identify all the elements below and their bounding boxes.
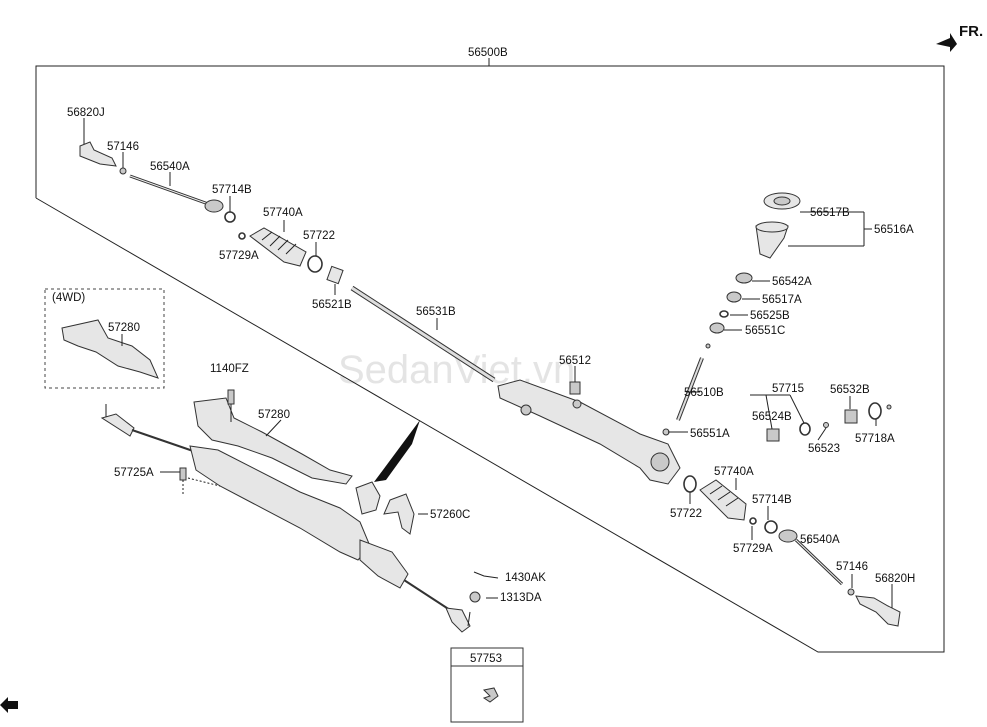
part-57753-box [450,647,524,723]
rack-bar [350,285,496,383]
label-56540A-right: 56540A [800,534,840,546]
nut-57146-left [119,167,127,175]
bolt-57725A [179,467,221,494]
label-56517A: 56517A [762,294,802,306]
label-56820J: 56820J [67,107,105,119]
tie-rod-end-right [855,592,901,627]
label-57725A: 57725A [114,467,154,479]
bushing-56521B [326,265,344,285]
label-56516A: 56516A [874,224,914,236]
nut-1313DA [469,591,481,603]
clip-57729A-left [238,232,246,240]
clamp-57753-icon [482,687,499,703]
assembled-steering-gear [100,404,471,633]
label-56542A: 56542A [772,276,812,288]
label-56517B: 56517B [810,207,850,219]
label-57722-right: 57722 [670,508,702,520]
housing-56516A [755,221,789,259]
inner-tie-rod-right [778,529,844,586]
ring-57722-right [683,475,697,493]
inner-tie-rod-left [129,174,224,213]
label-57740A-right: 57740A [714,466,754,478]
ring-56525B [719,310,729,318]
assembly-label: 56500B [468,47,508,59]
front-direction-label: FR. [959,23,983,40]
heat-shield-4wd [61,319,159,379]
label-57715: 57715 [772,383,804,395]
assembly-frame [35,58,945,653]
label-57740A-left: 57740A [263,207,303,219]
seal-56542A [735,272,753,284]
ring-57714B-left [224,211,236,223]
label-57753: 57753 [470,653,502,665]
label-56524B: 56524B [752,411,792,423]
label-57718A: 57718A [855,433,895,445]
label-57729A-right: 57729A [733,543,773,555]
yoke-56524B [766,428,780,442]
heat-shield-57280 [193,397,353,485]
rack-housing-right [497,379,681,485]
variant-label: (4WD) [52,292,85,304]
label-56532B: 56532B [830,384,870,396]
clip-1430AK [473,571,499,579]
label-56551C: 56551C [745,325,785,337]
label-57280: 57280 [258,409,290,421]
label-57714B-left: 57714B [212,184,252,196]
label-56512: 56512 [559,355,591,367]
label-56525B: 56525B [750,310,790,322]
label-57729A-left: 57729A [219,250,259,262]
label-56551A: 56551A [690,428,730,440]
label-57260C: 57260C [430,509,470,521]
spring-57715 [799,422,811,436]
pin-56523 [823,422,829,428]
part-labels: 56820J 57146 56540A 57714B 57740A 57722 … [67,107,915,665]
bellows-boot-right [699,479,747,521]
plug-56512 [569,381,581,395]
label-57714B-right: 57714B [752,494,792,506]
clip-57729A-right [749,517,757,525]
label-57280-4wd: 57280 [108,322,140,334]
bearing-56517A [726,291,742,303]
bracket-57260C [383,493,415,535]
label-57146-left: 57146 [107,141,139,153]
pinion-shaft [676,357,704,421]
ring-57714B-right [764,520,778,534]
label-1430AK: 1430AK [505,572,546,584]
pin-small [705,343,711,349]
ring-57722-left [307,255,323,273]
label-56521B: 56521B [312,299,352,311]
bolt-1140FZ [227,389,235,422]
plug-56532B [844,409,858,424]
label-1313DA: 1313DA [500,592,542,604]
bottom-direction-arrow-icon [0,697,18,713]
tie-rod-end-left [79,118,117,167]
label-56540A-left: 56540A [150,161,190,173]
bellows-boot-left [249,227,307,267]
label-56523: 56523 [808,443,840,455]
cover-56517B [763,192,801,210]
leader-lines [121,152,893,599]
ring-57718A [868,402,892,420]
label-57722-left: 57722 [303,230,335,242]
label-56531B: 56531B [416,306,456,318]
front-direction-arrow-icon [936,33,957,52]
label-56820H: 56820H [875,573,915,585]
nut-57146-right [847,588,855,596]
label-57146-right: 57146 [836,561,868,573]
label-56510B: 56510B [684,387,724,399]
label-1140FZ: 1140FZ [210,363,249,375]
variant-4wd-box [44,288,165,389]
bearing-56551C [709,322,725,334]
